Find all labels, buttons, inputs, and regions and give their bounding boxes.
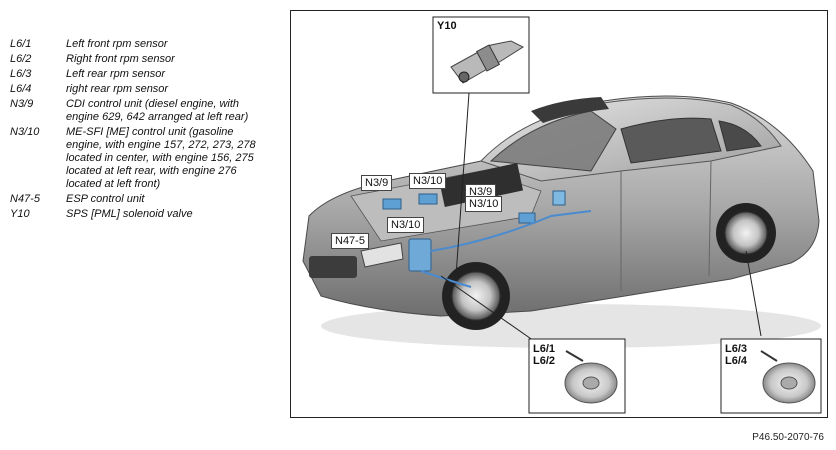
legend-code: Y10	[10, 208, 30, 220]
tag-n3-10-rear: N3/10	[465, 196, 503, 212]
side-window	[620, 117, 722, 164]
legend-row: L6/2 Right front rpm sensor	[10, 53, 272, 66]
tag-n3-10: N3/10	[409, 173, 447, 189]
sunroof	[531, 97, 609, 123]
legend-row: N3/9 CDI control unit (diesel engine, wi…	[10, 98, 272, 124]
legend-description: Left rear rpm sensor	[66, 68, 166, 80]
front-grille	[309, 256, 357, 278]
legend-description: CDI control unit (diesel engine, with en…	[66, 98, 249, 123]
tag-n3-10-center: N3/10	[387, 217, 425, 233]
leader-line-rear-sensor	[745, 250, 762, 337]
l6-2-label: L6/2	[533, 355, 556, 367]
figure-id: P46.50-2070-76	[752, 432, 824, 443]
legend-row: N47-5 ESP control unit	[10, 193, 272, 206]
l6-1-label: L6/1	[533, 343, 556, 355]
legend-code: N3/10	[10, 126, 40, 138]
legend-description: ESP control unit	[66, 193, 145, 205]
brake-line	[430, 210, 592, 252]
front-sensor-callout-art	[528, 338, 626, 414]
legend-code: L6/3	[10, 68, 32, 80]
legend-code: L6/1	[10, 38, 32, 50]
n47-5-unit	[408, 238, 432, 272]
car-drawing	[302, 16, 822, 414]
legend-code: L6/4	[10, 83, 32, 95]
legend-row: L6/3 Left rear rpm sensor	[10, 68, 272, 81]
n3-10-unit	[418, 193, 438, 205]
door-line	[708, 160, 712, 277]
legend-row: N3/10 ME-SFI [ME] control unit (gasoline…	[10, 126, 272, 191]
front-rim	[451, 271, 501, 321]
brake-line	[420, 270, 472, 288]
rear-window	[718, 120, 762, 152]
legend-row: L6/1 Left front rpm sensor	[10, 38, 272, 51]
y10-valve	[552, 190, 566, 206]
rear-rim	[724, 211, 768, 255]
tag-n3-9: N3/9	[361, 175, 393, 191]
headlamp	[360, 242, 404, 268]
rear-sensor-callout-art	[720, 338, 822, 414]
legend-description: ME-SFI [ME] control unit (gasoline engin…	[66, 126, 256, 190]
l6-3-label: L6/3	[725, 343, 748, 355]
y10-label: Y10	[437, 20, 457, 32]
windshield	[489, 110, 617, 172]
leader-line-y10	[455, 92, 470, 277]
legend-description: SPS [PML] solenoid valve	[66, 208, 193, 220]
legend-row: L6/4 right rear rpm sensor	[10, 83, 272, 96]
legend-row: Y10 SPS [PML] solenoid valve	[10, 208, 272, 221]
legend-code: N47-5	[10, 193, 40, 205]
n3-9-unit-rear	[518, 212, 536, 224]
legend-description: right rear rpm sensor	[66, 83, 169, 95]
legend-description: Left front rpm sensor	[66, 38, 168, 50]
tag-n47-5: N47-5	[331, 233, 369, 249]
leader-line-front-sensor	[440, 275, 538, 344]
l6-4-label: L6/4	[725, 355, 748, 367]
n3-9-unit	[382, 198, 402, 210]
legend-code: N3/9	[10, 98, 34, 110]
legend-code: L6/2	[10, 53, 32, 65]
vehicle-illustration: Y10 L6/1 L6/2 L6/3 L6/4 N3/9 N3/10 N3/9 …	[290, 10, 828, 418]
legend-description: Right front rpm sensor	[66, 53, 175, 65]
y10-callout-art	[432, 16, 530, 94]
component-legend: L6/1 Left front rpm sensor L6/2 Right fr…	[10, 38, 272, 223]
